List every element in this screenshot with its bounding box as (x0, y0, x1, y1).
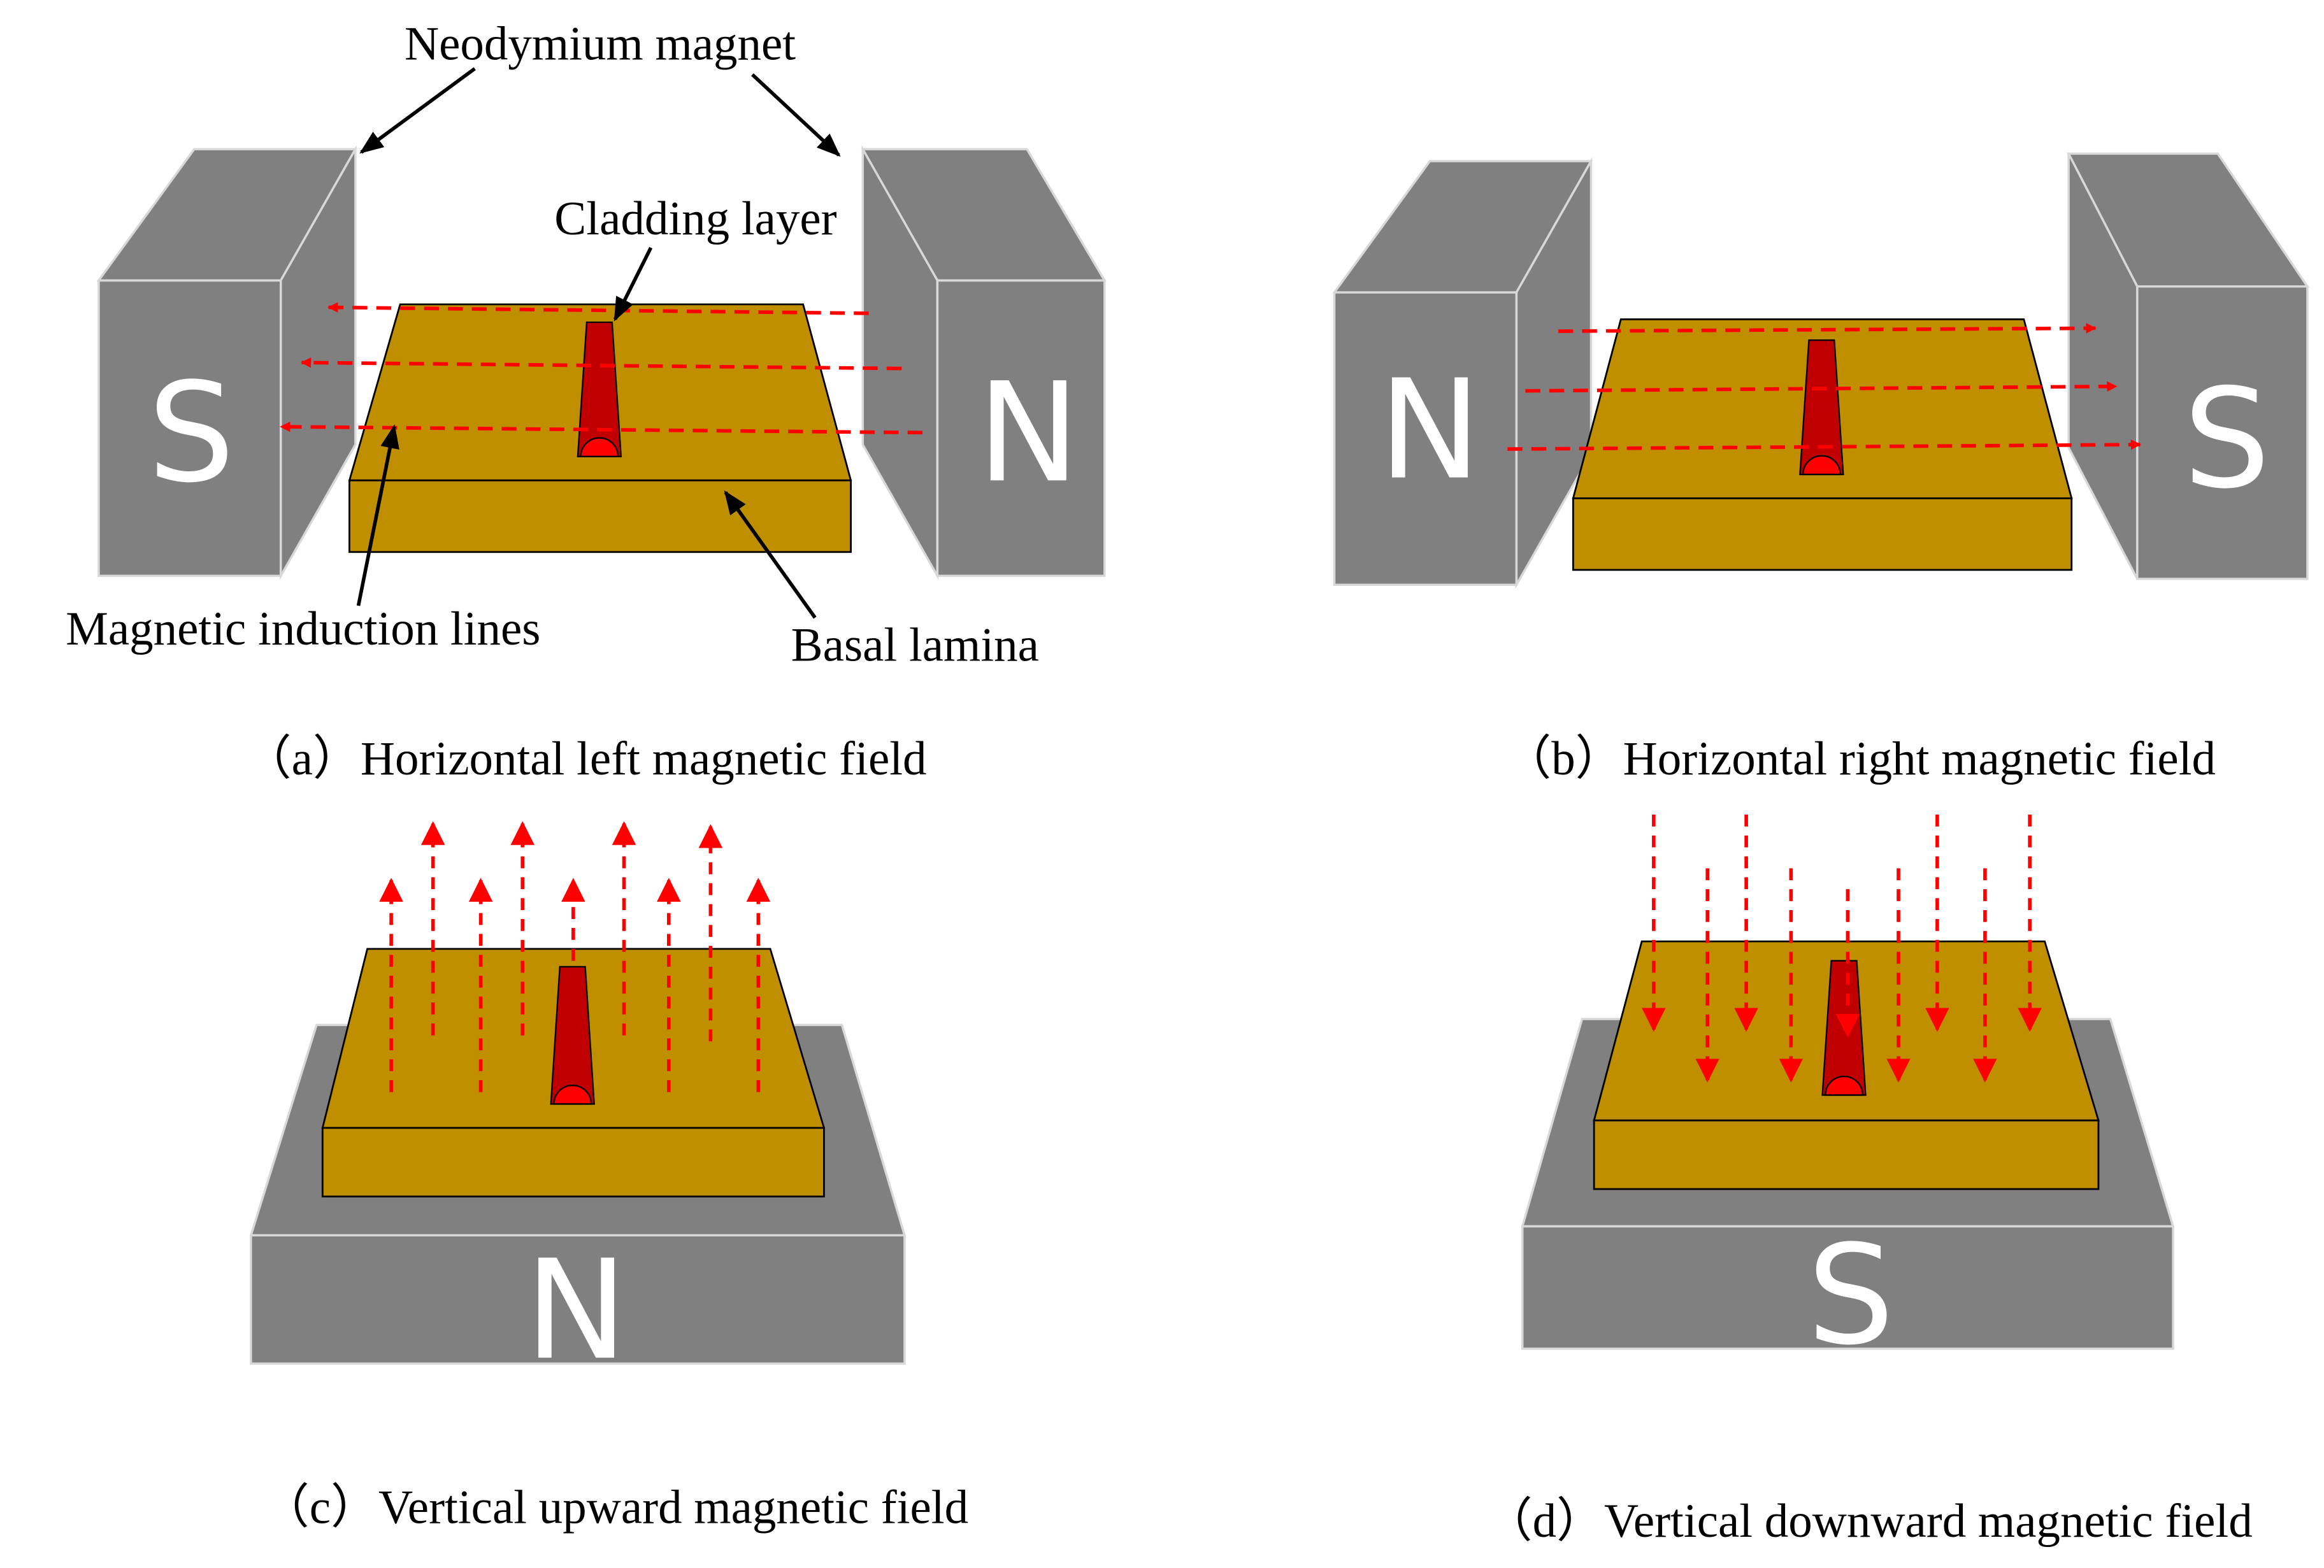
cladding-bead (577, 321, 622, 457)
bottom-magnet-pole: N (525, 1230, 628, 1390)
panel-b: N S （b）Horizontal right magnetic field (1332, 152, 2310, 785)
label-neodymium-magnet: Neodymium magnet (405, 18, 796, 71)
field-lines (1642, 815, 2042, 1083)
left-magnet-pole: N (1379, 350, 1481, 510)
bottom-magnet-pole: S (1807, 1215, 1895, 1375)
left-magnet: N (1332, 157, 1593, 589)
cladding-bead (1799, 339, 1844, 476)
field-line (1558, 323, 2097, 334)
basal-lamina (348, 303, 852, 553)
field-line (327, 302, 869, 315)
caption-b: （b）Horizontal right magnetic field (1503, 732, 2216, 785)
neodymium-arrow-left (359, 67, 476, 154)
caption-a: （a）Horizontal left magnetic field (244, 732, 927, 785)
cladding-bead (550, 966, 595, 1105)
caption-c: （c）Vertical upward magnetic field (262, 1481, 968, 1534)
field-lines (379, 821, 771, 1092)
label-basal-lamina: Basal lamina (791, 619, 1039, 672)
basal-lamina-arrow (724, 490, 817, 619)
field-line (1507, 439, 2142, 451)
panel-a: S N N (66, 18, 1107, 785)
cladding-arrow (613, 246, 653, 322)
callout-arrows (356, 67, 841, 619)
right-magnet-pole: S (2183, 359, 2270, 519)
field-line (1525, 381, 2118, 393)
right-magnet-pole: N (977, 353, 1080, 513)
caption-d: （d）Vertical downward magnetic field (1485, 1495, 2253, 1548)
neodymium-arrow-right (751, 73, 841, 157)
panel-c: N （c）Vertical upward magnetic field (249, 821, 968, 1534)
induction-lines-arrow (356, 424, 399, 606)
panel-d: S （d）Vertical downward magnetic field (1485, 815, 2253, 1548)
label-cladding-layer: Cladding layer (554, 192, 836, 245)
left-magnet-pole: S (148, 353, 235, 513)
label-magnetic-induction-lines: Magnetic induction lines (66, 602, 540, 655)
field-line (300, 357, 902, 371)
right-magnet: S (2067, 152, 2310, 580)
right-magnet: N (861, 145, 1107, 580)
field-lines (1507, 323, 2142, 451)
